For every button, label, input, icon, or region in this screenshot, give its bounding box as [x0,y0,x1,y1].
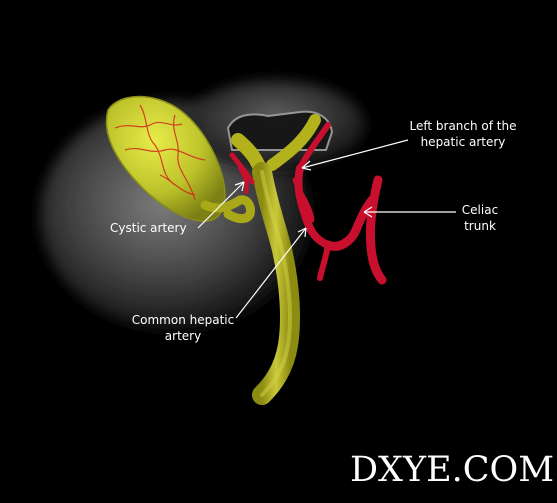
label-line: Celiac [461,203,499,217]
right-hepatic-artery [229,152,255,185]
label-celiac-trunk: Celiac trunk [452,202,508,234]
splenic-branch [317,242,331,281]
common-hepatic-artery [323,195,377,251]
hepatic-artery-branch [292,177,315,223]
label-line: Common hepatic [131,313,235,327]
label-line: hepatic artery [420,135,506,149]
label-line: artery [164,329,202,343]
left-hepatic-artery [297,122,331,171]
site-watermark: DXYE.COM [350,450,555,490]
label-line: Cystic artery [110,221,187,235]
cystic-artery-vessel [238,166,249,194]
gallbladder-vessels [114,104,206,201]
celiac-trunk-vessel [365,175,387,285]
label-cystic-artery: Cystic artery [110,220,202,236]
label-line: Left branch of the [409,119,517,133]
pointer-lines [197,139,456,319]
arteries [229,122,387,285]
cystic-duct [200,195,255,224]
label-common-hepatic-artery: Common hepatic artery [126,312,240,344]
bile-ducts [231,114,321,405]
label-line: trunk [464,219,496,233]
label-left-branch-hepatic-artery: Left branch of the hepatic artery [398,118,528,150]
